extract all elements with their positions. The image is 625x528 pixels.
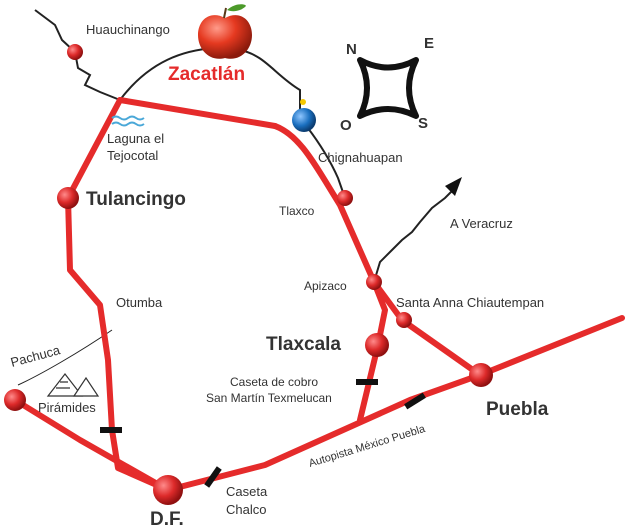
label-caseta-chalco-2: Chalco [226,502,266,517]
toll-booth-texmelucan [356,379,378,385]
toll-booths [100,379,426,488]
label-otumba: Otumba [116,295,163,310]
compass-south: S [418,115,428,132]
road-tulancingo-df [65,195,171,493]
label-huauchinango: Huauchinango [86,22,170,37]
apple-icon [198,4,252,59]
compass-north: N [346,41,357,58]
marker-huauchinango [67,44,83,60]
marker-apizaco [366,274,382,290]
road-laguna-tulancingo [65,97,123,201]
road-zacatlan-chignahuapan [239,49,301,118]
label-laguna-2: Tejocotal [107,148,158,163]
label-caseta-cobro-1: Caseta de cobro [230,375,318,389]
marker-tlaxco [337,190,353,206]
label-caseta-cobro-2: San Martín Texmelucan [206,391,332,405]
road-piramides-df [12,397,171,493]
marker-santa-anna [396,312,412,328]
lake-icon [111,115,145,127]
pyramids-icon [46,373,100,397]
toll-booth-otumba [100,427,122,433]
toll-booth-autopista [404,392,426,410]
road-huauchinango-north [34,9,76,53]
label-tlaxcala: Tlaxcala [266,334,341,355]
label-chignahuapan: Chignahuapan [318,150,403,165]
label-piramides: Pirámides [38,400,96,415]
road-pachuca [17,329,113,386]
marker-piramides [4,389,26,411]
road-apizaco-veracruz [373,187,456,283]
compass-east: E [424,35,434,52]
arrow-icon [445,177,462,196]
label-laguna-1: Laguna el [107,131,164,146]
title-zacatlan: Zacatlán [168,64,245,85]
city-markers [4,44,493,505]
marker-df [153,475,183,505]
road-df-puebla [165,315,625,493]
label-veracruz: A Veracruz [450,216,513,231]
marker-tulancingo [57,187,79,209]
label-tulancingo: Tulancingo [86,189,186,210]
label-caseta-chalco-1: Caseta [226,484,268,499]
compass-icon: N E O S [340,35,434,134]
label-tlaxco: Tlaxco [279,204,315,218]
label-autopista: Autopista México Puebla [307,423,427,470]
label-df: D.F. [150,509,184,528]
marker-chignahuapan [292,108,316,132]
compass-west: O [340,117,352,134]
road-santa-anna-puebla [399,317,483,378]
label-apizaco: Apizaco [304,279,347,293]
road-laguna-chignahuapan [117,97,278,129]
marker-tlaxcala [365,333,389,357]
toll-booth-chalco [204,466,222,488]
road-huauchinango-laguna [74,51,121,101]
label-puebla: Puebla [486,399,549,420]
label-santa-anna: Santa Anna Chiautempan [396,295,544,310]
marker-chignahuapan-top [300,99,306,105]
marker-puebla [469,363,493,387]
labels: Zacatlán Huauchinango Laguna el Tejocota… [9,22,549,528]
